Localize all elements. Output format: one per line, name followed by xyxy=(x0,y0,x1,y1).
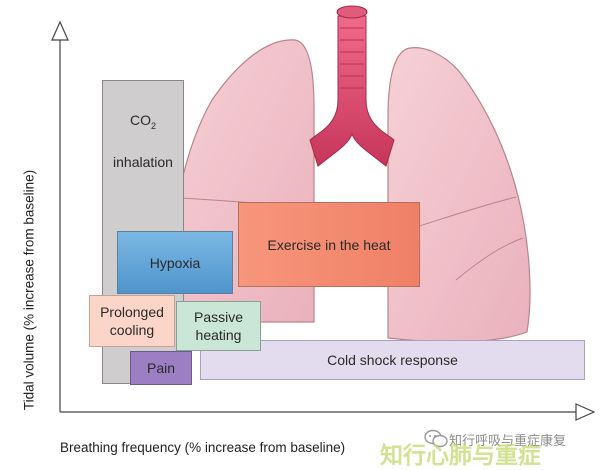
co2-text: CO xyxy=(129,112,151,128)
exercise-in-the-heat-label: Exercise in the heat xyxy=(267,236,391,253)
y-axis xyxy=(51,20,69,412)
watermark-logo-text: 知行心肺与重症 xyxy=(380,442,541,468)
wechat-icon xyxy=(424,429,448,448)
right-lung-fissure-lower xyxy=(455,237,524,281)
cold-shock-response-box: Cold shock response xyxy=(200,340,585,380)
prolonged-cooling-box: Prolonged cooling xyxy=(89,295,175,347)
co2-subscript: 2 xyxy=(150,120,156,131)
pain-box: Pain xyxy=(130,351,192,385)
co2-inhalation-label: CO2 inhalation xyxy=(113,93,173,171)
trachea-opening xyxy=(336,5,368,19)
right-lung xyxy=(387,47,531,343)
y-axis-arrow xyxy=(51,20,69,41)
cold-shock-response-label: Cold shock response xyxy=(327,352,458,368)
pain-label: Pain xyxy=(146,360,176,376)
watermark-account: 知行呼吸与重症康复 xyxy=(449,433,567,448)
prolonged-cooling-label: Prolonged cooling xyxy=(100,304,164,338)
y-axis-label: Tidal volume (% increase from baseline) xyxy=(21,169,37,411)
inhalation-text: inhalation xyxy=(113,153,173,170)
x-axis-arrow xyxy=(575,403,596,421)
x-axis xyxy=(60,403,596,421)
passive-heating-label: Passive heating xyxy=(193,309,244,343)
hypoxia-box: Hypoxia xyxy=(117,231,233,294)
x-axis-label: Breathing frequency (% increase from bas… xyxy=(60,440,346,455)
trachea-rings xyxy=(340,27,364,89)
right-lung-fissure-upper xyxy=(412,196,517,229)
exercise-in-the-heat-box: Exercise in the heat xyxy=(238,202,420,287)
passive-heating-box: Passive heating xyxy=(176,301,261,351)
trachea xyxy=(309,15,395,167)
hypoxia-label: Hypoxia xyxy=(149,254,201,271)
